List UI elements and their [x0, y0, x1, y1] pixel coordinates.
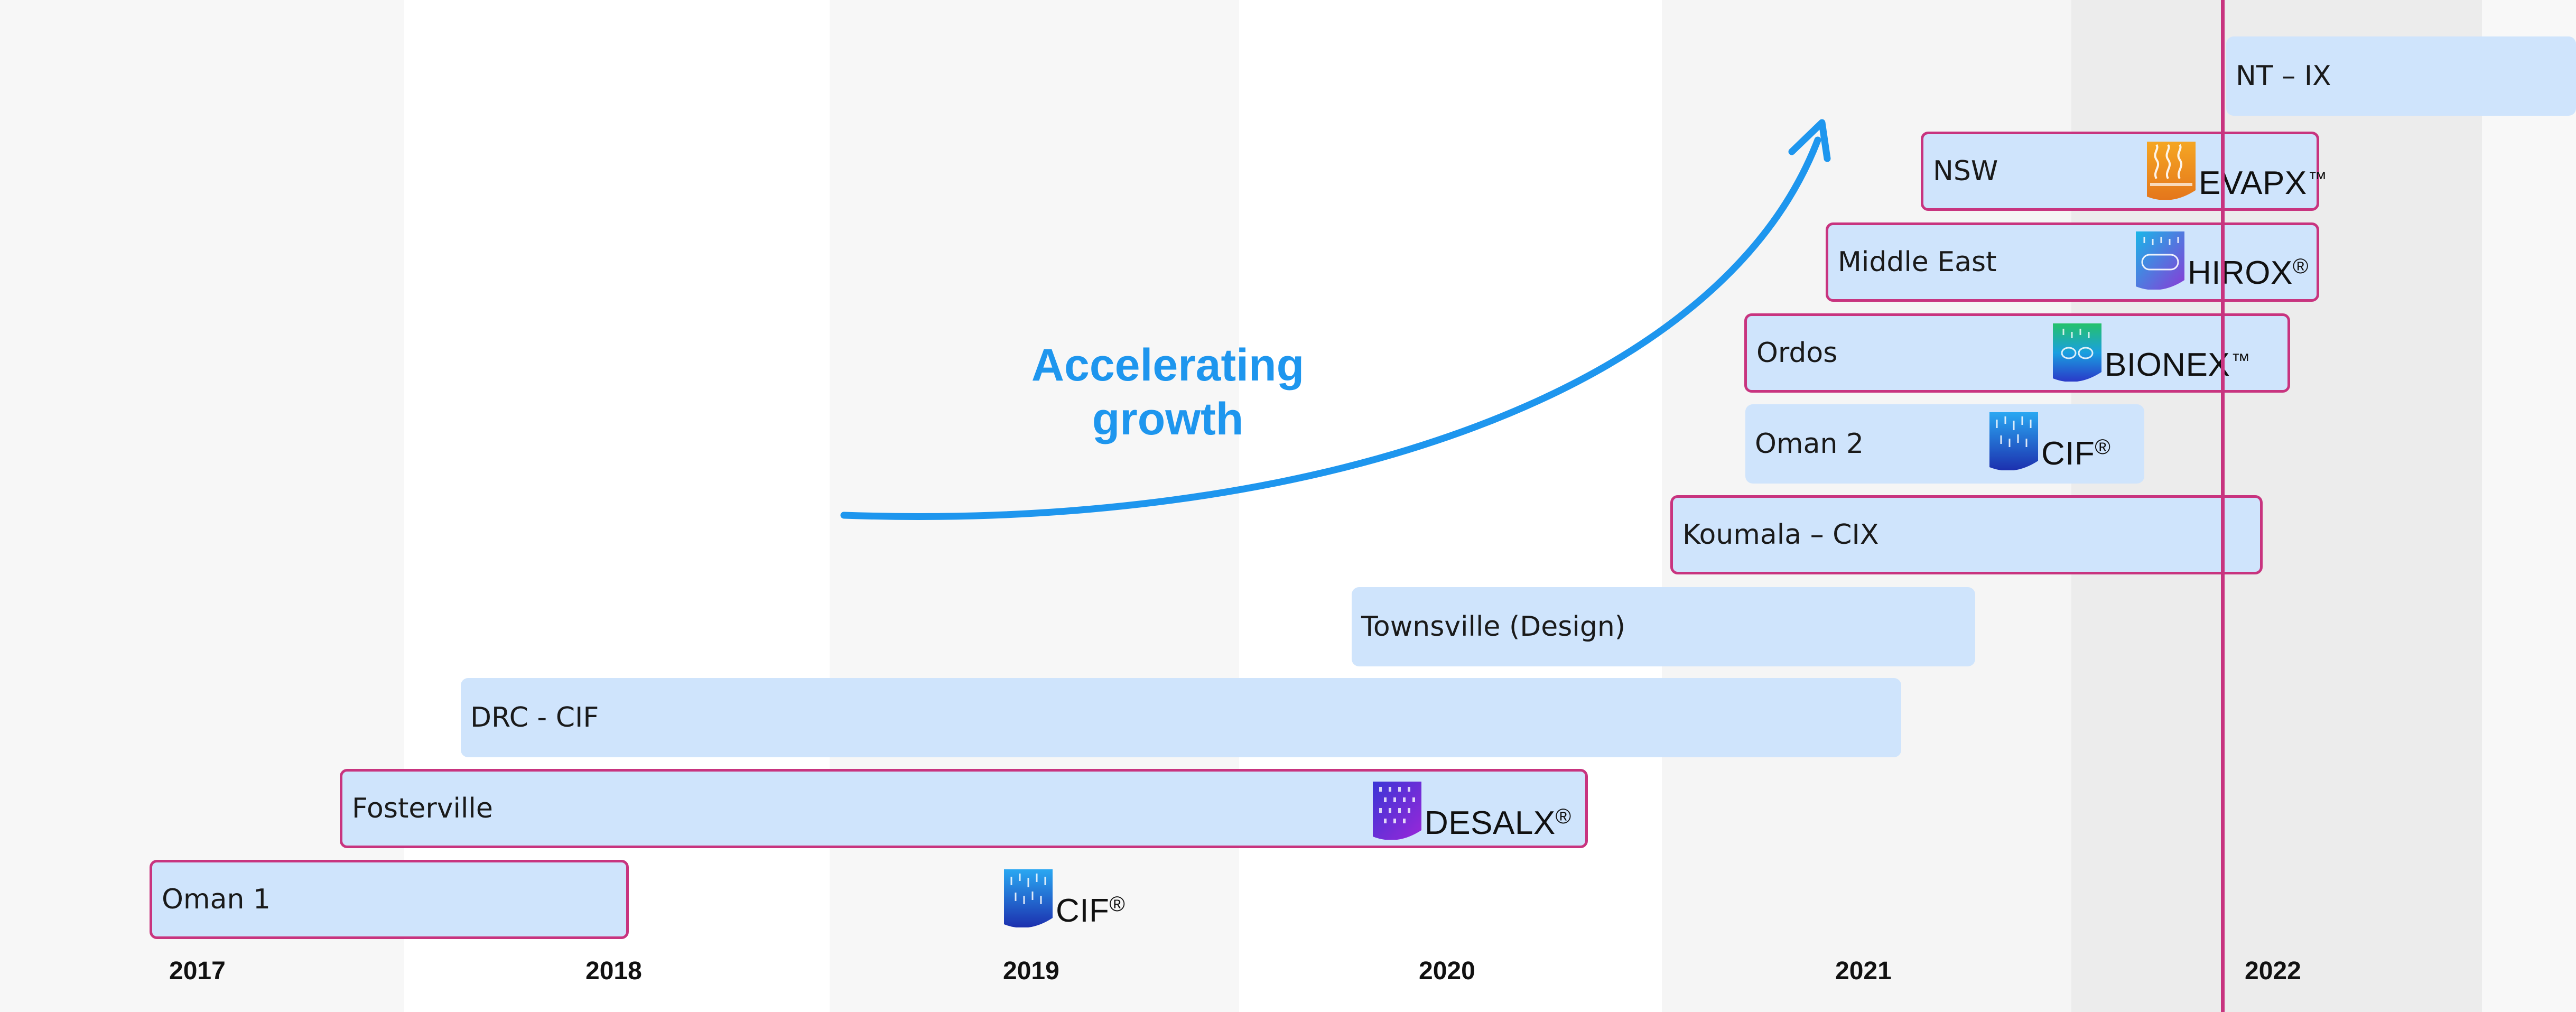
registered-mark: ® [2292, 255, 2309, 278]
project-bar-nt-ix: NT – IX [2226, 36, 2576, 116]
cif-logo-text: CIF [1056, 893, 1110, 929]
evapx-logo-text: EVAPX [2199, 165, 2307, 201]
year-label-2022: 2022 [2245, 957, 2301, 985]
bionex-logo-text: BIONEX [2105, 347, 2230, 383]
project-label: Townsville (Design) [1361, 611, 1626, 643]
desalx-logo: DESALX® [1373, 782, 1571, 840]
project-label: DRC - CIF [470, 702, 599, 734]
project-bar-ordos: Ordos [1744, 313, 2290, 393]
project-bar-middle-east: Middle East [1826, 222, 2319, 302]
desalx-logo-mark [1373, 782, 1421, 840]
project-label: Koumala – CIX [1682, 519, 1879, 551]
year-label-2017: 2017 [169, 957, 226, 985]
cif-logo-mark [1989, 412, 2038, 470]
project-bar-drc-cif: DRC - CIF [461, 678, 1901, 757]
project-bar-oman-2: Oman 2 [1745, 404, 2144, 484]
year-label-2019: 2019 [1003, 957, 1059, 985]
trademark: ™ [2231, 349, 2250, 371]
year-label-2020: 2020 [1419, 957, 1475, 985]
project-label: NSW [1933, 155, 1998, 187]
year-label-2018: 2018 [585, 957, 642, 985]
project-bar-oman-1: Oman 1 [150, 860, 629, 939]
registered-mark: ® [1555, 805, 1571, 828]
growth-annotation-line2: growth [1092, 394, 1244, 444]
desalx-logo-text: DESALX [1425, 805, 1556, 841]
bionex-logo-mark [2053, 323, 2101, 382]
project-label: Fosterville [352, 793, 493, 824]
hirox-logo-mark [2136, 231, 2184, 290]
project-label: Oman 2 [1755, 428, 1864, 460]
trademark: ™ [2308, 168, 2328, 189]
project-bar-koumala: Koumala – CIX [1670, 495, 2263, 574]
registered-mark: ® [2095, 435, 2111, 459]
year-label-2021: 2021 [1835, 957, 1892, 985]
hirox-logo: HIROX® [2136, 231, 2309, 290]
year-column-2017 [0, 0, 404, 1012]
cif-logo: CIF® [1989, 412, 2110, 470]
cif-logo-text: CIF [2041, 435, 2095, 472]
year-column-2022-end [2482, 0, 2576, 1012]
project-label: Ordos [1756, 337, 1838, 369]
hirox-logo-text: HIROX [2188, 255, 2293, 291]
project-label: Middle East [1838, 246, 1997, 278]
evapx-logo-mark [2147, 142, 2196, 200]
registered-mark: ® [1109, 893, 1126, 916]
project-label: NT – IX [2236, 60, 2331, 92]
project-label: Oman 1 [162, 884, 271, 915]
cif-logo: CIF® [1004, 869, 1125, 927]
growth-annotation-line1: Accelerating [1031, 340, 1305, 391]
cif-logo-mark [1004, 869, 1053, 927]
project-bar-nsw: NSW [1921, 132, 2319, 211]
current-date-marker [2221, 0, 2225, 1012]
growth-annotation: Accelerating growth [983, 338, 1353, 446]
project-bar-townsville: Townsville (Design) [1352, 587, 1975, 666]
